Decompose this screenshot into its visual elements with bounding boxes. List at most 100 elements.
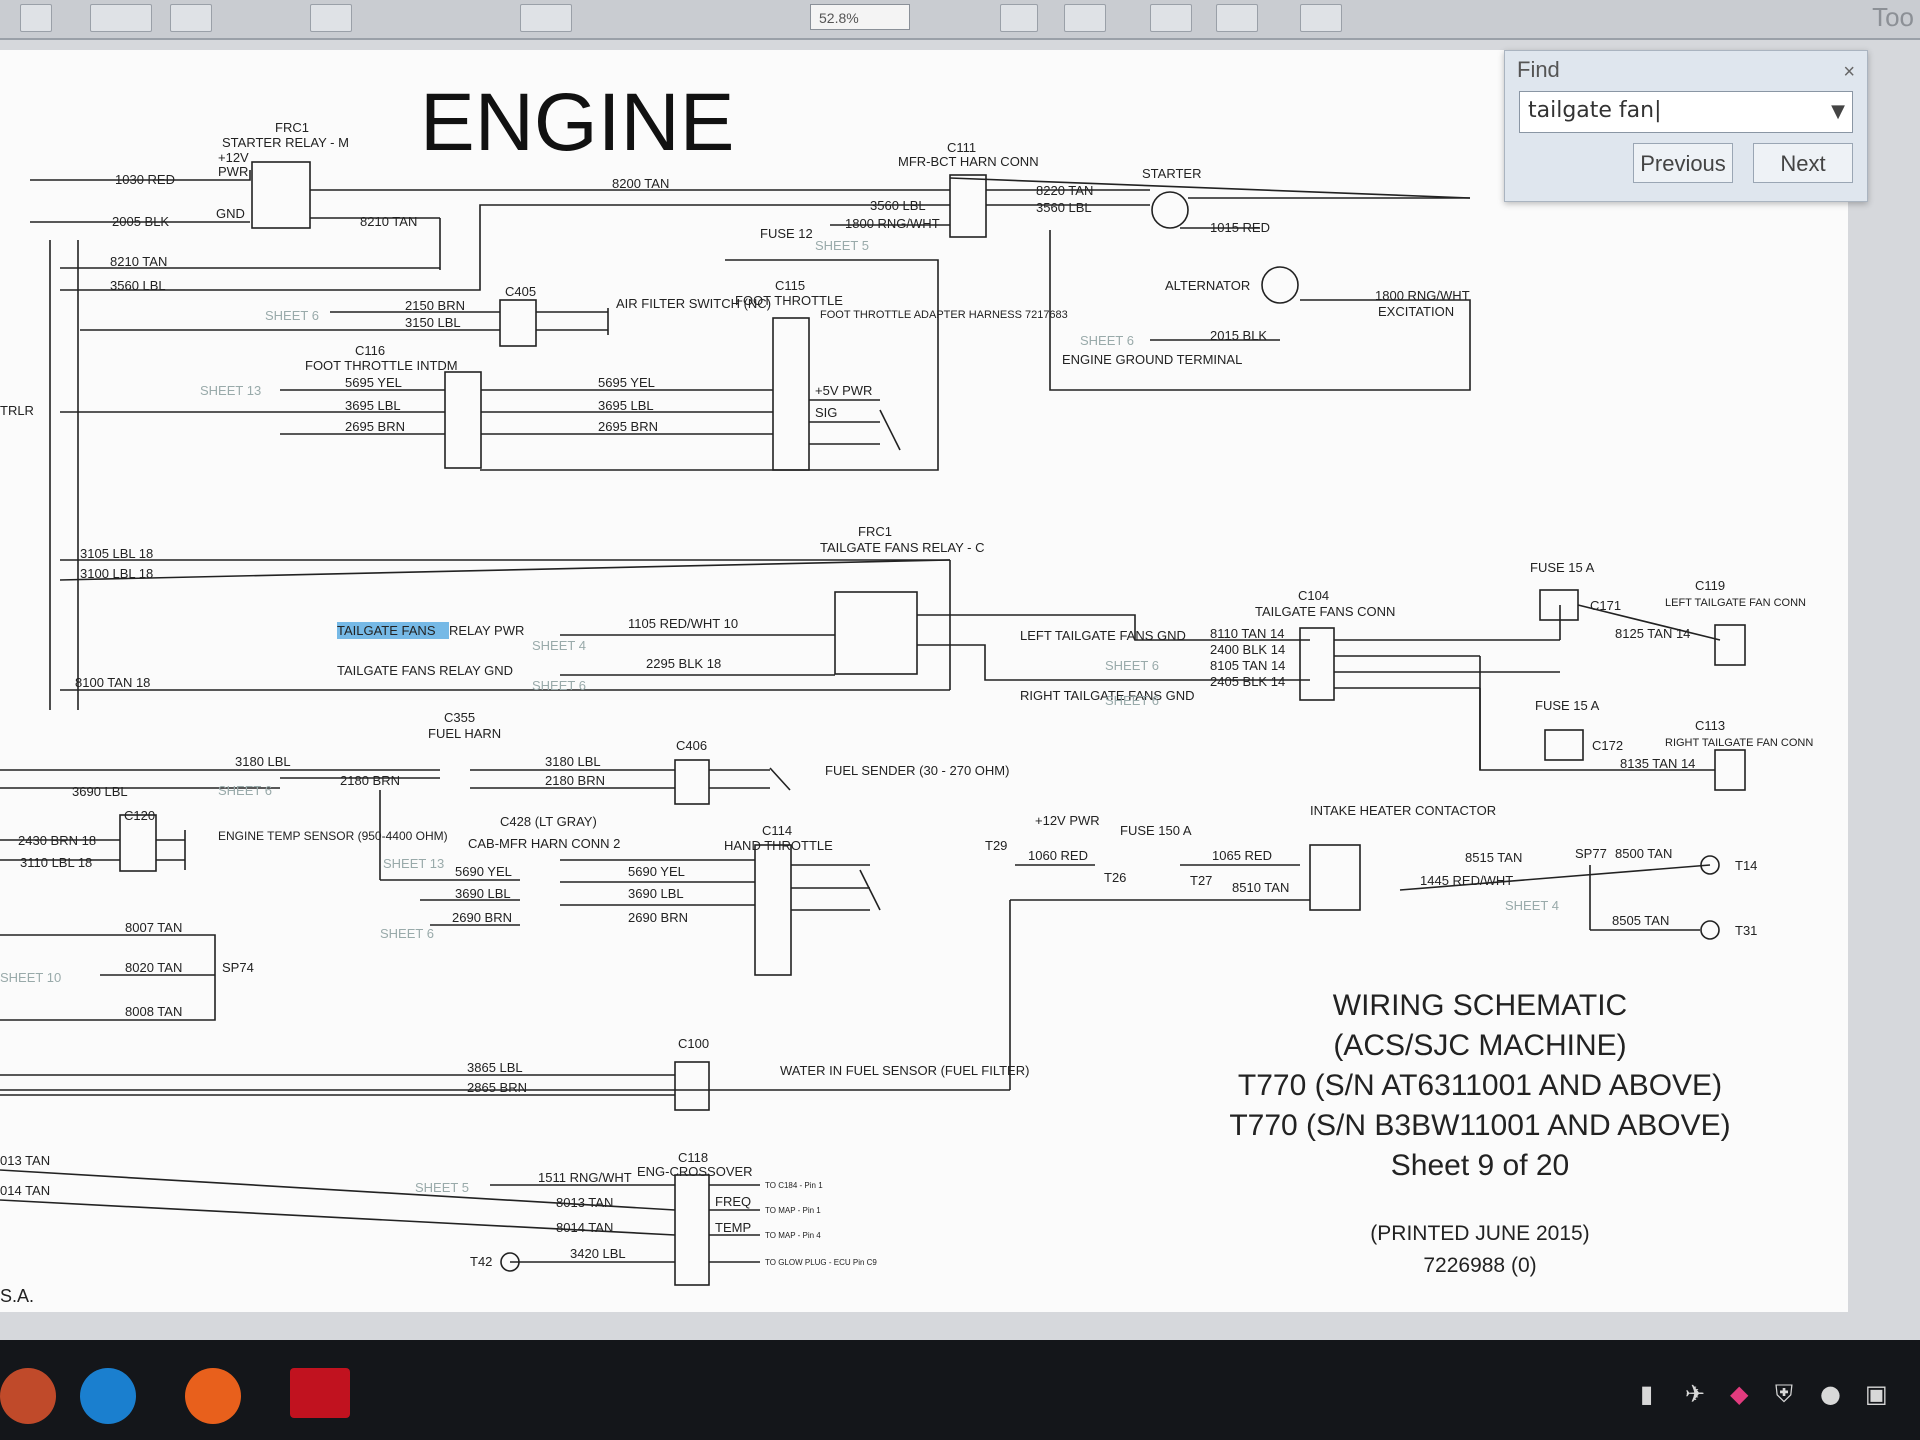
sync-icon[interactable]: ●	[1820, 1380, 1841, 1408]
wire-label: 3100 LBL 18	[80, 566, 153, 581]
acrobat-icon[interactable]	[290, 1368, 350, 1418]
wire-label: 2430 BRN 18	[18, 833, 96, 848]
label: FRC1	[275, 120, 309, 135]
wire-label: 8505 TAN	[1612, 913, 1669, 928]
app-icon[interactable]	[0, 1368, 56, 1424]
wire-label: 2695 BRN	[598, 419, 658, 434]
label: ENGINE TEMP SENSOR (950-4400 OHM)	[218, 829, 448, 843]
fit-width-button[interactable]	[1064, 4, 1106, 32]
wire-label: 3560 LBL	[870, 198, 926, 213]
title-block-line: (ACS/SJC MACHINE)	[1333, 1029, 1626, 1062]
app-tray-icon[interactable]: ◆	[1730, 1380, 1749, 1408]
wire-label: 3560 LBL	[110, 278, 166, 293]
sheet-ref: SHEET 4	[532, 638, 586, 653]
wire-label: 3180 LBL	[235, 754, 291, 769]
toolbar-button[interactable]	[310, 4, 352, 32]
find-dialog: Find × tailgate fan| ▼ Previous Next	[1504, 50, 1868, 202]
label: AIR FILTER SWITCH (NC)	[616, 296, 771, 311]
tools-pane-label[interactable]: Too	[1872, 2, 1914, 32]
label: GND	[216, 206, 245, 221]
wire-label: 8210 TAN	[110, 254, 167, 269]
title-block-line: WIRING SCHEMATIC	[1333, 989, 1627, 1022]
label: FUSE 15 A	[1530, 560, 1595, 575]
label: STARTER RELAY - M	[222, 135, 349, 150]
connector-label: C406	[676, 738, 707, 753]
label: FOOT THROTTLE	[735, 293, 843, 308]
wire-label: 8510 TAN	[1232, 880, 1289, 895]
connector-label: C100	[678, 1036, 709, 1051]
close-icon[interactable]: ×	[1843, 61, 1855, 83]
find-search-input[interactable]: tailgate fan|	[1519, 91, 1853, 133]
shield-icon[interactable]: ⛨	[1775, 1380, 1793, 1408]
wire-label: 1800 RNG/WHT	[845, 216, 940, 231]
wire-label: 2690 BRN	[628, 910, 688, 925]
find-next-button[interactable]: Next	[1753, 143, 1853, 183]
wire-label: 1105 RED/WHT 10	[628, 616, 738, 631]
taskbar: ▮ ✈ ◆ ⛨ ● ▣	[0, 1340, 1920, 1440]
find-dialog-title: Find	[1517, 57, 1560, 82]
edge-icon[interactable]	[80, 1368, 136, 1424]
firefox-icon[interactable]	[185, 1368, 241, 1424]
sign-icon[interactable]	[1216, 4, 1258, 32]
wire-label: 2180 BRN	[545, 773, 605, 788]
wire-label: 3695 LBL	[345, 398, 401, 413]
wire-label: 3420 LBL	[570, 1246, 626, 1261]
sheet-ref: SHEET 6	[1105, 658, 1159, 673]
chevron-down-icon[interactable]: ▼	[1831, 101, 1845, 122]
label: T29	[985, 838, 1007, 853]
toolbar-button[interactable]	[90, 4, 152, 32]
wire-label: 1015 RED	[1210, 220, 1270, 235]
wire-label: 3180 LBL	[545, 754, 601, 769]
label: S.A.	[0, 1286, 34, 1306]
label: INTAKE HEATER CONTACTOR	[1310, 803, 1496, 818]
find-previous-button[interactable]: Previous	[1633, 143, 1733, 183]
document-viewport[interactable]: ENGINE FRC1 STARTER RELAY - M +12V PWR G…	[0, 40, 1920, 1340]
connector-label: C115	[775, 278, 805, 293]
toolbar-button[interactable]	[520, 4, 572, 32]
sheet-ref: SHEET 13	[200, 383, 261, 398]
network-icon[interactable]: ✈	[1685, 1380, 1706, 1408]
label: RIGHT TAILGATE FANS GND	[1020, 688, 1195, 703]
wire-label: 3560 LBL	[1036, 200, 1092, 215]
wire-label: 2865 BRN	[467, 1080, 527, 1095]
wire-label: 8200 TAN	[612, 176, 669, 191]
label: WATER IN FUEL SENSOR (FUEL FILTER)	[780, 1063, 1029, 1078]
comment-icon[interactable]	[1150, 4, 1192, 32]
usb-icon[interactable]: ▮	[1640, 1380, 1654, 1408]
wire-label: 8013 TAN	[556, 1195, 613, 1210]
connector-label: C171	[1590, 598, 1621, 613]
wire-label: 2150 BRN	[405, 298, 465, 313]
sheet-ref: SHEET 6	[265, 308, 319, 323]
wire-label: 8007 TAN	[125, 920, 182, 935]
wire-label: 013 TAN	[0, 1153, 50, 1168]
label: T42	[470, 1254, 492, 1269]
wire-label: 3150 LBL	[405, 315, 461, 330]
connector-label: C172	[1592, 738, 1623, 753]
wire-label: 8105 TAN 14	[1210, 658, 1285, 673]
connector-label: C114	[762, 823, 792, 838]
wire-label: 014 TAN	[0, 1183, 50, 1198]
wire-label: 1445 RED/WHT	[1420, 873, 1513, 888]
label: FUSE 12	[760, 226, 813, 241]
toolbar-button[interactable]	[170, 4, 212, 32]
connector-label: C120	[124, 808, 155, 823]
wire-label: 2015 BLK	[1210, 328, 1267, 343]
label: PWR	[218, 164, 248, 179]
fit-page-button[interactable]	[1000, 4, 1038, 32]
tray-icon[interactable]: ▣	[1865, 1380, 1888, 1408]
wire-label: 8220 TAN	[1036, 183, 1093, 198]
pdf-toolbar: 52.8% Too	[0, 0, 1920, 40]
share-icon[interactable]	[1300, 4, 1342, 32]
connector-label: C355	[444, 710, 475, 725]
connector-label: C113	[1695, 718, 1725, 733]
label: T26	[1104, 870, 1126, 885]
sheet-ref: SHEET 4	[1505, 898, 1559, 913]
sheet-number: Sheet 9 of 20	[1391, 1149, 1569, 1182]
wire-label: 5695 YEL	[598, 375, 655, 390]
zoom-level-field[interactable]: 52.8%	[810, 4, 910, 30]
connector-label: C118	[678, 1150, 708, 1165]
label: T27	[1190, 873, 1212, 888]
wire-label: 3110 LBL 18	[20, 855, 92, 870]
toolbar-button[interactable]	[20, 4, 52, 32]
wire-label: 2400 BLK 14	[1210, 642, 1285, 657]
